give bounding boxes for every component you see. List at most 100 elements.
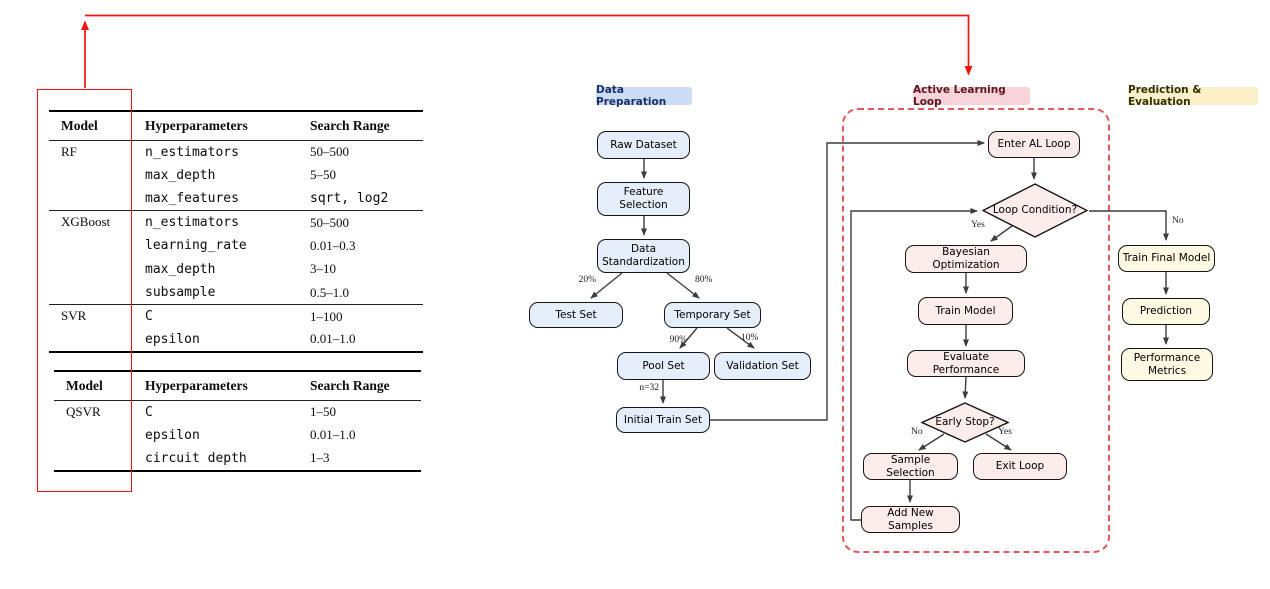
node-validation-set: Validation Set [714,352,811,380]
param-range: 0.01–1.0 [310,331,356,347]
node-add-new-samples: Add New Samples [861,506,960,533]
node-temporary-set: Temporary Set [664,302,761,328]
header-model: Model [54,371,145,401]
node-data-standardization: Data Standardization [597,239,690,273]
node-label: Initial Train Set [623,413,703,426]
red-highlight-rectangle [37,89,132,492]
table-row: circuit depth 1–3 [54,447,421,471]
edge-label-early-no: No [911,427,923,437]
param-name: epsilon [145,331,200,347]
table-row: max_depth 3–10 [49,258,423,282]
node-label: Test Set [555,308,597,321]
node-label: Add New Samples [887,506,934,532]
node-test-set: Test Set [529,302,623,328]
param-range: 50–500 [310,139,423,164]
node-label: Enter AL Loop [997,138,1071,151]
param-range: 1–100 [310,304,423,328]
section-label-data-preparation: Data Preparation [596,84,692,108]
quantum-model-hyperparameter-table: Model Hyperparameters Search Range QSVR … [54,370,421,472]
node-sample-selection: Sample Selection [863,453,958,480]
param-range: 5–50 [310,167,336,183]
node-train-model: Train Model [918,297,1013,325]
table-header-row: Model Hyperparameters Search Range [54,371,421,401]
model-name: SVR [49,304,145,352]
table-row: subsample 0.5–1.0 [49,281,423,305]
param-range: sqrt, log2 [310,191,389,206]
param-name: max_depth [145,261,216,277]
param-name: learning_rate [145,238,247,254]
model-name: RF [49,139,145,211]
edge-label-loop-no: No [1172,216,1184,226]
table-row: RF n_estimators 50–500 [49,139,423,211]
diamond-shape [982,183,1088,238]
node-label: Data Standardization [602,243,685,268]
classical-models-hyperparameter-table: Model Hyperparameters Search Range RF n_… [49,110,423,353]
edge-label-80pct: 80% [695,275,713,285]
section-label-text: Active Learning Loop [913,84,1006,108]
param-range: 0.01–0.3 [310,237,356,253]
node-feature-selection: Feature Selection [597,182,690,216]
param-name: subsample [145,285,216,300]
model-name: QSVR [54,399,145,471]
edge-label-90pct: 90% [669,335,687,345]
table-row: SVR C 1–100 [49,304,423,352]
table-row: epsilon 0.01–1.0 [54,424,421,448]
param-range: 3–10 [310,261,336,277]
param-name: n_estimators [145,139,310,164]
node-label: Exit Loop [995,460,1045,473]
edge-label-10pct: 10% [741,333,759,343]
param-name: C [145,399,310,424]
model-name: XGBoost [49,210,145,305]
param-range: 0.01–1.0 [310,427,356,443]
node-performance-metrics: Performance Metrics [1121,348,1213,381]
table-header-row: Model Hyperparameters Search Range [49,111,423,141]
param-name: epsilon [145,427,200,443]
node-exit-loop: Exit Loop [973,453,1067,480]
node-enter-al-loop: Enter AL Loop [988,131,1080,158]
section-label-prediction-evaluation: Prediction & Evaluation [1128,84,1258,108]
header-model: Model [49,111,145,141]
edge-label-20pct: 20% [578,275,596,285]
header-hyperparameters: Hyperparameters [145,111,310,141]
node-label: Train Model [935,304,996,317]
param-range: 50–500 [310,210,423,234]
node-label: Validation Set [726,359,799,372]
node-bayesian-optimization: Bayesian Optimization [905,245,1027,273]
red-arrow-to-al-loop [85,14,973,76]
param-name: C [145,304,310,328]
edge-label-n32: n=32 [639,383,659,393]
node-early-stop-diamond: Early Stop? [921,402,1009,443]
node-loop-condition-diamond: Loop Condition? [982,183,1088,238]
node-label: Train Final Model [1122,252,1211,265]
node-pool-set: Pool Set [617,352,710,380]
header-search-range: Search Range [310,111,423,141]
node-train-final-model: Train Final Model [1118,245,1215,272]
active-learning-loop-dashed-border [842,108,1110,553]
section-label-text: Prediction & Evaluation [1128,84,1202,108]
param-range: 1–3 [310,450,330,466]
param-range: 0.5–1.0 [310,284,349,300]
node-raw-dataset: Raw Dataset [597,131,690,159]
node-evaluate-performance: Evaluate Performance [907,350,1025,377]
node-prediction: Prediction [1122,298,1210,325]
edge-label-loop-yes: Yes [971,220,985,230]
header-hyperparameters: Hyperparameters [145,371,310,401]
param-range: 1–50 [310,399,421,424]
table-row: learning_rate 0.01–0.3 [49,234,423,258]
node-label: Early Stop? [935,416,995,429]
node-initial-train-set: Initial Train Set [616,407,710,433]
section-label-active-learning-loop: Active Learning Loop [913,84,1030,108]
table-row: XGBoost n_estimators 50–500 [49,210,423,305]
param-name: max_depth [145,167,216,183]
red-annotation-arrows [81,14,973,88]
node-label: Feature Selection [619,186,668,211]
node-label: Sample Selection [886,453,935,479]
table-row: max_features sqrt, log2 [49,187,423,211]
node-label: Bayesian Optimization [932,246,1000,271]
header-search-range: Search Range [310,371,421,401]
edge-label-early-yes: Yes [998,427,1012,437]
node-label: Evaluate Performance [932,350,1000,376]
node-label: Loop Condition? [992,204,1078,217]
node-label: Temporary Set [674,308,751,321]
